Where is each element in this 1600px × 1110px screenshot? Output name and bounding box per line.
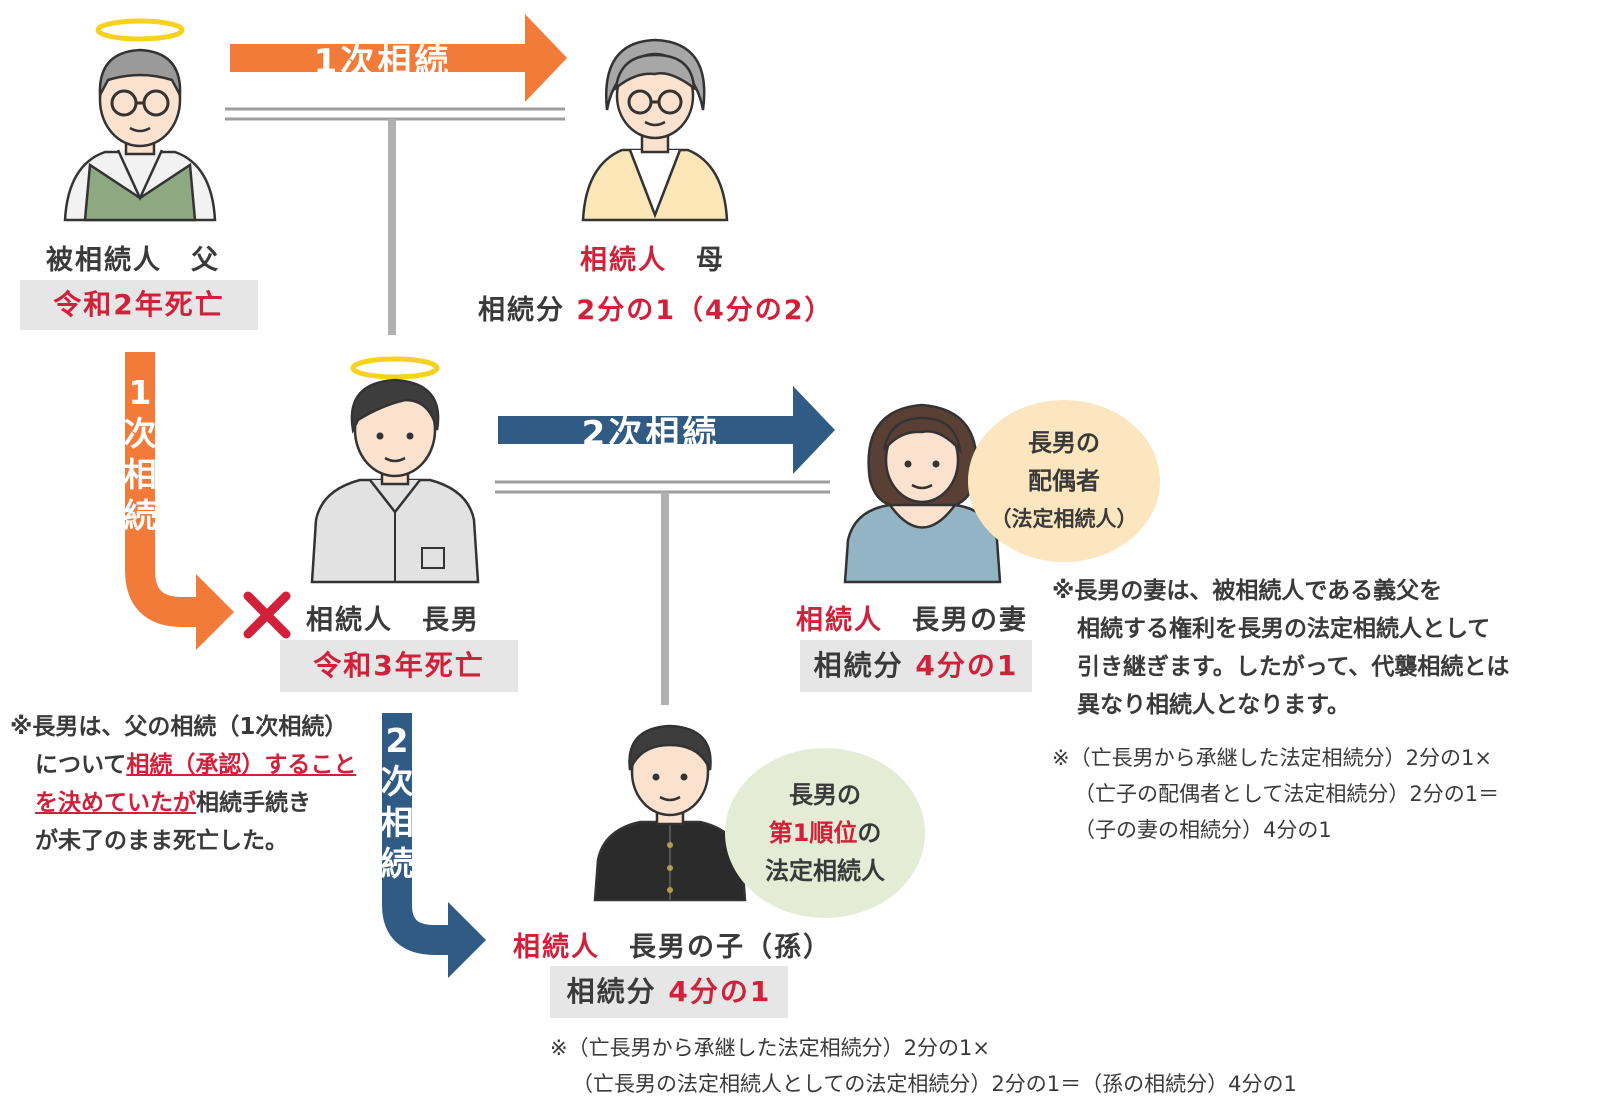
second-inheritance-label-horizontal: 2次相続 [581, 413, 720, 454]
wife-role-label: 相続人 長男の妻 [796, 605, 1028, 636]
deceased-x-icon [243, 591, 291, 639]
note-wife: ※長男の妻は、被相続人である義父を 相続する権利を長男の法定相続人として 引き継… [1052, 578, 1510, 718]
grandchild-illustration [593, 724, 747, 902]
first-inheritance-label-horizontal: 1次相続 [313, 41, 452, 82]
grandchild-share: 相続分 4分の1 [550, 966, 788, 1018]
son-role-label: 相続人 長男 [306, 605, 480, 636]
mother-illustration [581, 38, 729, 222]
grandchild-role-label: 相続人 長男の子（孫） [513, 932, 832, 963]
note-son: ※長男は、父の相続（1次相続） について相続（承認）すること を決めていたが相続… [10, 714, 357, 854]
wife-share: 相続分 4分の1 [800, 640, 1032, 692]
second-inheritance-arrow-horizontal [498, 386, 835, 474]
father-illustration [63, 18, 217, 222]
grandchild-legal-heir-bubble: 長男の 第1順位の 法定相続人 [725, 748, 925, 918]
mother-share: 相続分 2分の1（4分の2） [478, 295, 834, 326]
first-inheritance-arrow-horizontal [230, 14, 567, 102]
marriage-line-son [495, 480, 830, 705]
calc-wife: ※（亡長男から承継した法定相続分）2分の1× （亡子の配偶者として法定相続分）2… [1052, 746, 1500, 842]
second-inheritance-arrow-vertical [382, 713, 486, 978]
marriage-line-parents [225, 107, 565, 335]
mother-role-label: 相続人 母 [580, 245, 725, 276]
first-inheritance-arrow-vertical [125, 352, 234, 650]
wife-illustration [843, 403, 1002, 584]
wife-legal-heir-bubble: 長男の 配偶者 （法定相続人） [968, 400, 1160, 562]
father-role-label: 被相続人 父 [46, 245, 220, 276]
son-illustration [310, 356, 480, 584]
calc-grandchild: ※（亡長男から承継した法定相続分）2分の1× （亡長男の法定相続人としての法定相… [550, 1036, 1297, 1096]
father-death-badge: 令和2年死亡 [20, 280, 258, 330]
son-death-badge: 令和3年死亡 [280, 640, 518, 692]
